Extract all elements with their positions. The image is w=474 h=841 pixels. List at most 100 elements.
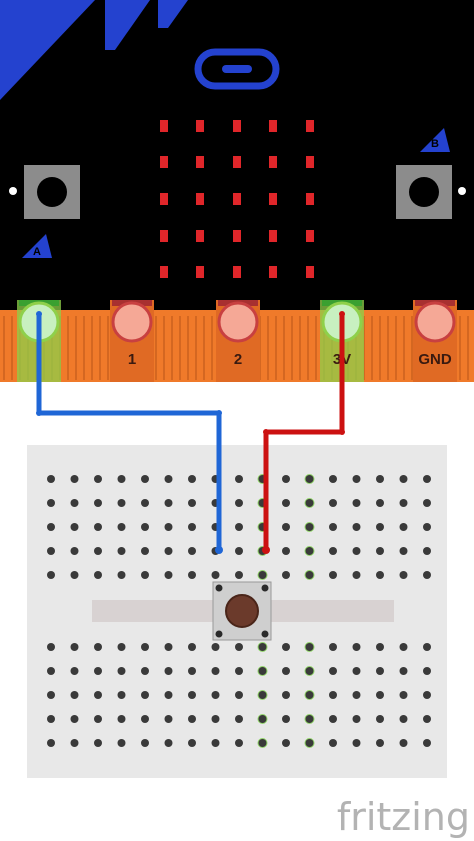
breadboard-hole[interactable] [282, 571, 290, 579]
breadboard-hole[interactable] [47, 499, 55, 507]
breadboard-hole[interactable] [352, 547, 361, 555]
breadboard-hole[interactable] [399, 691, 408, 699]
breadboard-hole[interactable] [141, 715, 149, 723]
breadboard-hole[interactable] [282, 715, 290, 723]
breadboard-hole[interactable] [141, 571, 149, 579]
breadboard-hole[interactable] [376, 523, 384, 531]
breadboard-hole[interactable] [188, 643, 196, 651]
breadboard-hole[interactable] [70, 739, 79, 747]
breadboard-hole[interactable] [188, 739, 196, 747]
breadboard-hole[interactable] [235, 523, 243, 531]
breadboard-hole[interactable] [47, 547, 55, 555]
breadboard-hole[interactable] [211, 691, 220, 699]
breadboard-hole[interactable] [70, 667, 79, 675]
breadboard-hole[interactable] [376, 715, 384, 723]
breadboard-hole[interactable] [235, 571, 243, 579]
breadboard-hole[interactable] [423, 499, 431, 507]
breadboard-hole[interactable] [423, 715, 431, 723]
breadboard-hole[interactable] [258, 715, 267, 723]
breadboard-hole[interactable] [376, 667, 384, 675]
breadboard-hole[interactable] [70, 523, 79, 531]
breadboard-hole[interactable] [329, 475, 337, 483]
breadboard-hole[interactable] [235, 691, 243, 699]
breadboard-hole[interactable] [94, 691, 102, 699]
breadboard-hole[interactable] [164, 523, 173, 531]
breadboard-hole[interactable] [47, 691, 55, 699]
breadboard-hole[interactable] [329, 691, 337, 699]
breadboard-hole[interactable] [70, 475, 79, 483]
breadboard-hole[interactable] [235, 547, 243, 555]
breadboard-hole[interactable] [235, 475, 243, 483]
breadboard-hole[interactable] [94, 499, 102, 507]
breadboard-hole[interactable] [188, 475, 196, 483]
red-wire[interactable] [263, 314, 345, 550]
breadboard-hole[interactable] [305, 667, 314, 675]
breadboard-hole[interactable] [376, 475, 384, 483]
breadboard-hole[interactable] [352, 499, 361, 507]
breadboard-hole[interactable] [399, 523, 408, 531]
breadboard-hole[interactable] [164, 715, 173, 723]
breadboard-hole[interactable] [258, 691, 267, 699]
breadboard-hole[interactable] [70, 643, 79, 651]
breadboard-hole[interactable] [423, 667, 431, 675]
breadboard-hole[interactable] [188, 667, 196, 675]
breadboard-hole[interactable] [423, 571, 431, 579]
breadboard-hole[interactable] [329, 499, 337, 507]
breadboard-hole[interactable] [399, 571, 408, 579]
breadboard-hole[interactable] [352, 715, 361, 723]
breadboard-hole[interactable] [70, 691, 79, 699]
breadboard-hole[interactable] [352, 691, 361, 699]
pin-1[interactable]: 1 [110, 300, 154, 382]
breadboard-hole[interactable] [305, 475, 314, 483]
breadboard-hole[interactable] [164, 547, 173, 555]
breadboard-hole[interactable] [376, 571, 384, 579]
breadboard-hole[interactable] [305, 715, 314, 723]
breadboard-hole[interactable] [423, 475, 431, 483]
pin-2[interactable]: 2 [216, 300, 260, 382]
breadboard-hole[interactable] [94, 523, 102, 531]
breadboard-hole[interactable] [305, 499, 314, 507]
breadboard-hole[interactable] [70, 715, 79, 723]
breadboard-hole[interactable] [47, 475, 55, 483]
breadboard-hole[interactable] [352, 667, 361, 675]
breadboard-hole[interactable] [282, 475, 290, 483]
breadboard-hole[interactable] [352, 523, 361, 531]
breadboard-hole[interactable] [282, 739, 290, 747]
breadboard-hole[interactable] [94, 643, 102, 651]
breadboard-hole[interactable] [352, 643, 361, 651]
breadboard-hole[interactable] [141, 739, 149, 747]
breadboard-hole[interactable] [305, 739, 314, 747]
breadboard-hole[interactable] [211, 667, 220, 675]
breadboard-hole[interactable] [282, 643, 290, 651]
breadboard-hole[interactable] [211, 715, 220, 723]
breadboard-hole[interactable] [117, 499, 126, 507]
breadboard-hole[interactable] [164, 475, 173, 483]
breadboard-hole[interactable] [70, 571, 79, 579]
breadboard-hole[interactable] [329, 715, 337, 723]
breadboard-hole[interactable] [305, 523, 314, 531]
breadboard-hole[interactable] [94, 739, 102, 747]
breadboard-hole[interactable] [211, 571, 220, 579]
breadboard-hole[interactable] [117, 691, 126, 699]
breadboard-hole[interactable] [117, 475, 126, 483]
breadboard-hole[interactable] [94, 667, 102, 675]
breadboard-hole[interactable] [282, 667, 290, 675]
breadboard-hole[interactable] [117, 571, 126, 579]
breadboard-hole[interactable] [423, 643, 431, 651]
breadboard-hole[interactable] [235, 739, 243, 747]
button-a[interactable] [24, 165, 80, 219]
breadboard-hole[interactable] [188, 523, 196, 531]
breadboard-hole[interactable] [282, 691, 290, 699]
breadboard-hole[interactable] [188, 499, 196, 507]
breadboard-hole[interactable] [47, 739, 55, 747]
breadboard-hole[interactable] [47, 643, 55, 651]
breadboard-hole[interactable] [329, 739, 337, 747]
breadboard-hole[interactable] [329, 643, 337, 651]
breadboard-hole[interactable] [164, 691, 173, 699]
breadboard-hole[interactable] [164, 571, 173, 579]
breadboard-hole[interactable] [305, 571, 314, 579]
breadboard-hole[interactable] [141, 547, 149, 555]
breadboard-hole[interactable] [305, 691, 314, 699]
breadboard-hole[interactable] [399, 715, 408, 723]
breadboard-hole[interactable] [423, 547, 431, 555]
